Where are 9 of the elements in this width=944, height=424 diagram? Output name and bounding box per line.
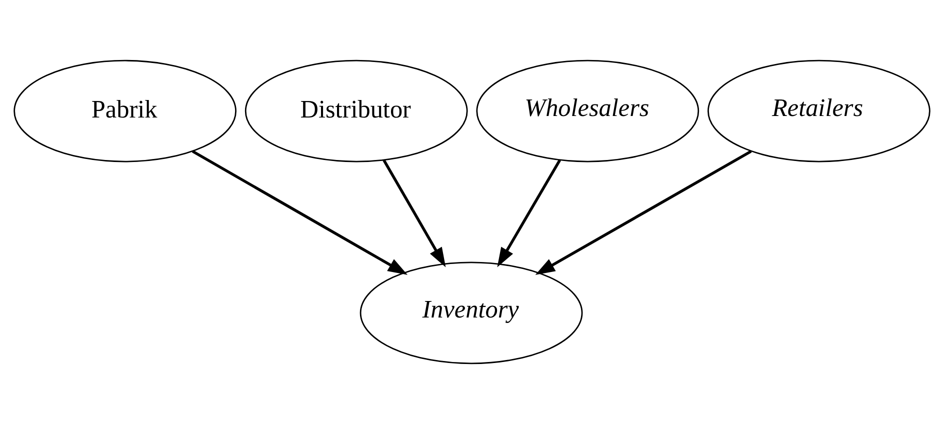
node-ellipse: Inventory <box>360 262 583 364</box>
arrow <box>535 150 752 275</box>
node-ellipse: Wholesalers <box>476 60 700 162</box>
node-ellipse: Pabrik <box>14 60 236 162</box>
arrow <box>382 159 446 268</box>
arrow <box>192 150 408 275</box>
arrow <box>497 159 561 268</box>
node-ellipse: Retailers <box>708 60 930 162</box>
node-ellipse: Distributor <box>244 60 468 162</box>
